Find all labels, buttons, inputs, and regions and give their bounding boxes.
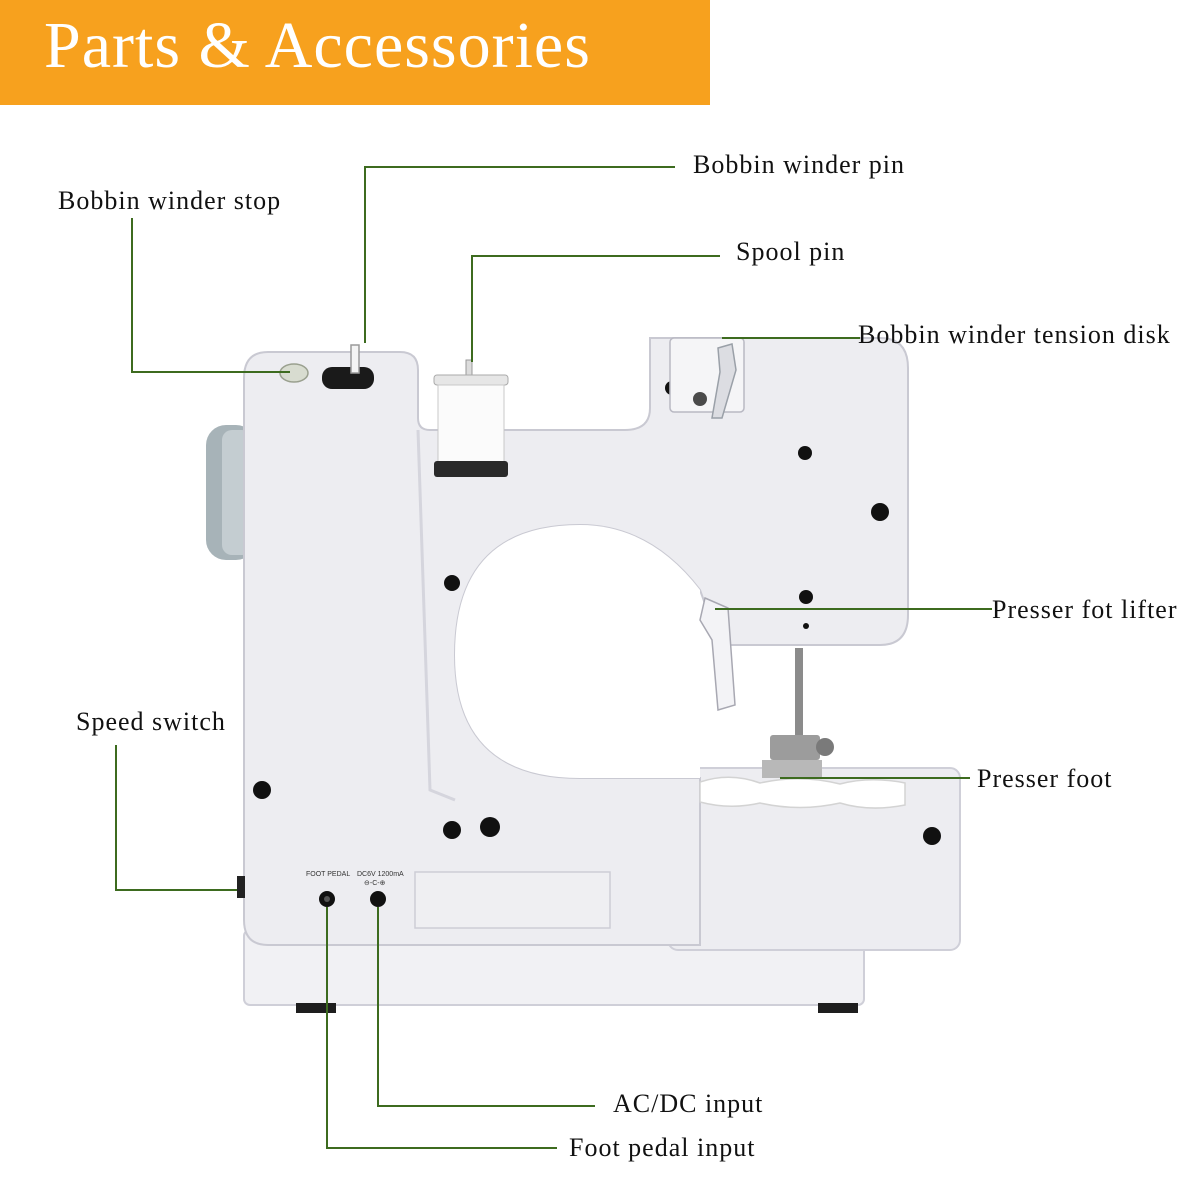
presser-foot	[762, 760, 822, 778]
foot-pedal-jack-label: FOOT PEDAL	[306, 871, 350, 878]
machine-foot-right	[818, 1003, 858, 1013]
leader-speed-switch	[115, 745, 237, 891]
tension-disk-screw	[693, 392, 707, 406]
label-presser-foot-lifter: Presser fot lifter	[992, 595, 1178, 624]
throat-opening	[455, 525, 700, 778]
tension-disk	[711, 343, 737, 419]
needle-bar	[795, 648, 803, 763]
page-title: Parts & Accessories	[44, 9, 591, 82]
screw-holes	[253, 381, 941, 845]
label-presser-foot: Presser foot	[977, 764, 1113, 793]
label-foot-pedal-input: Foot pedal input	[569, 1133, 756, 1162]
leader-spool-pin	[471, 255, 720, 362]
presser-foot-screw	[816, 738, 834, 756]
label-spool-pin: Spool pin	[736, 237, 846, 266]
machine-foot-left	[296, 1003, 336, 1013]
pillar-edge	[416, 429, 456, 802]
ac-dc-jack	[370, 891, 386, 907]
polarity-label: ⊖-C-⊕	[364, 880, 385, 887]
presser-foot-holder	[770, 735, 820, 760]
bobbin-winder-pin	[350, 344, 360, 374]
foot-pedal-jack-core	[324, 896, 330, 902]
label-tension-disk: Bobbin winder tension disk	[858, 320, 1171, 349]
label-plate	[414, 871, 611, 929]
leader-lines	[115, 166, 992, 1149]
speed-switch	[237, 876, 245, 898]
leader-ac-dc-input	[377, 907, 595, 1107]
leader-bobbin-winder-stop	[131, 218, 290, 373]
sewing-machine: FOOT PEDAL DC6V 1200mA ⊖-C-⊕	[206, 337, 961, 1013]
leader-foot-pedal-input	[326, 907, 557, 1149]
title-banner: Parts & Accessories	[0, 0, 710, 105]
fabric	[699, 776, 906, 809]
power-rating-label: DC6V 1200mA	[357, 871, 404, 878]
label-ac-dc-input: AC/DC input	[613, 1089, 764, 1118]
spool-base	[434, 461, 508, 477]
leader-bobbin-winder-pin	[364, 166, 675, 343]
bobbin-winder-slot	[322, 367, 374, 389]
label-bobbin-winder-pin: Bobbin winder pin	[693, 150, 905, 179]
thread-spool	[437, 384, 505, 464]
label-bobbin-winder-stop: Bobbin winder stop	[58, 186, 282, 215]
label-speed-switch: Speed switch	[76, 707, 226, 736]
spool-cap-top	[433, 374, 509, 386]
